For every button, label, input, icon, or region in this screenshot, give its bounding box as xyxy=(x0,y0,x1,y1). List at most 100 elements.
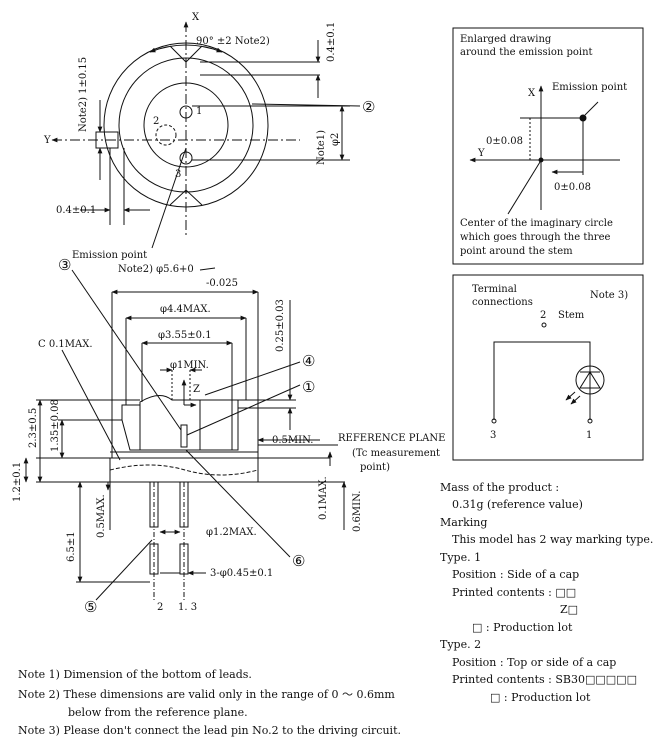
enlarged-emission: Emission point xyxy=(552,82,627,93)
enlarged-desc-2: which goes through the three xyxy=(460,232,611,243)
dim-12: 1.2±0.1 xyxy=(12,462,23,502)
type1-label: Type. 1 xyxy=(440,551,482,564)
diode-symbol xyxy=(579,371,601,389)
enlarged-desc-3: point around the stem xyxy=(460,246,573,257)
pin3-dot xyxy=(491,418,497,424)
type2-position: Position : Top or side of a cap xyxy=(452,656,617,669)
chamfer-leader xyxy=(61,349,121,461)
note-1: Note 1) Dimension of the bottom of leads… xyxy=(18,668,252,681)
leads-dia: 3-φ0.45±0.1 xyxy=(210,568,273,579)
z-label: Z xyxy=(193,384,200,395)
dim-bottom-label: 0.4±0.1 xyxy=(56,205,96,216)
dim-06min: 0.6MIN. xyxy=(352,491,363,532)
terminal-note: Note 3) xyxy=(590,290,628,301)
pin-2-hole xyxy=(155,124,177,146)
top-axis-x: X xyxy=(192,12,200,23)
middle-circle xyxy=(118,57,254,193)
callout-2: ② xyxy=(362,98,375,116)
callout-3: ③ xyxy=(58,256,71,274)
phi2-label: φ2 xyxy=(330,133,341,146)
enlarged-title-2: around the emission point xyxy=(460,47,593,58)
labels: X Y 90° ±2 Note2) 0.4±0.1 Note2) 1±0.15 … xyxy=(12,12,628,616)
type2-printed: Printed contents : SB30□□□□□ xyxy=(452,673,637,686)
mass-label: Mass of the product : xyxy=(440,481,560,494)
dia-44: φ4.4MAX. xyxy=(160,304,211,315)
type1-lot: □ : Production lot xyxy=(472,621,573,634)
enlarged-frame xyxy=(452,27,644,265)
dia-tolerance: -0.025 xyxy=(206,278,238,289)
pin2-label: 2 xyxy=(153,116,159,127)
type1-position: Position : Side of a cap xyxy=(452,568,580,581)
tc-point-1: (Tc measurement xyxy=(352,448,440,459)
note-3: Note 3) Please don't connect the lead pi… xyxy=(18,724,401,737)
stem-dot xyxy=(541,322,547,328)
top-axis-y: Y xyxy=(43,135,51,146)
callout6-leader xyxy=(185,449,291,558)
tab-outline xyxy=(95,131,119,149)
photodiode-circle xyxy=(575,365,605,395)
enlarged-desc-1: Center of the imaginary circle xyxy=(460,218,613,229)
terminal-connections xyxy=(452,274,644,461)
callout-6: ⑥ xyxy=(292,552,305,570)
emission-label: Emission point xyxy=(72,250,147,261)
note2-dia: Note2) φ5.6+0 xyxy=(118,264,194,275)
dim-top-right: 0.4±0.1 xyxy=(326,22,337,62)
dia-355: φ3.55±0.1 xyxy=(158,330,212,341)
tc-point-2: point) xyxy=(360,462,390,473)
terminal-title-1: Terminal xyxy=(472,284,517,295)
callout-1: ① xyxy=(302,378,315,396)
callout5-leader xyxy=(95,539,153,601)
enlarged-axis-y: Y xyxy=(477,148,485,159)
inner-circle xyxy=(143,82,229,168)
reference-plane: REFERENCE PLANE xyxy=(338,433,445,444)
lead-label-13: 1. 3 xyxy=(178,602,197,613)
dim-left: Note2) 1±0.15 xyxy=(78,57,89,132)
mass-value: 0.31g (reference value) xyxy=(452,498,583,511)
cap-body xyxy=(121,395,239,451)
note-2: Note 2) These dimensions are valid only … xyxy=(18,688,395,701)
marking-label: Marking xyxy=(440,516,488,529)
callout3-leader xyxy=(71,269,182,431)
dia-1: φ1MIN. xyxy=(170,360,209,371)
terminal-pin2: 2 xyxy=(540,310,546,321)
enlarged-drawing xyxy=(452,27,644,265)
pin-1-hole xyxy=(179,105,193,119)
angle-label: 90° ±2 Note2) xyxy=(196,36,270,47)
pin1-dot xyxy=(587,418,593,424)
terminal-wire xyxy=(493,341,591,420)
dim-025: 0.25±0.03 xyxy=(275,299,286,352)
type2-label: Type. 2 xyxy=(440,638,482,651)
terminal-frame xyxy=(452,274,644,461)
dim-05max: 0.5MAX. xyxy=(96,494,107,538)
top-view xyxy=(51,21,361,249)
dim-05min: 0.5MIN. xyxy=(272,435,313,446)
callout-5: ⑤ xyxy=(84,598,97,616)
bottom-notch xyxy=(169,189,203,206)
type1-printed: Printed contents : □□ xyxy=(452,586,577,599)
enlarged-title-1: Enlarged drawing xyxy=(460,34,552,45)
dim-01max: 0.1MAX. xyxy=(318,476,329,520)
type2-lot: □ : Production lot xyxy=(490,691,591,704)
outer-circle xyxy=(103,42,269,208)
pin1-label: 1 xyxy=(196,106,202,117)
note-2b: below from the reference plane. xyxy=(68,706,248,719)
type1-z: Z□ xyxy=(560,603,579,616)
terminal-pin1: 1 xyxy=(586,430,592,441)
chamfer-label: C 0.1MAX. xyxy=(38,339,93,350)
laser-chip xyxy=(180,424,188,448)
terminal-stem: Stem xyxy=(558,310,585,321)
pin-3-hole xyxy=(179,151,193,165)
angle-arc xyxy=(149,44,223,53)
center-dot xyxy=(538,157,544,163)
marking-desc: This model has 2 way marking type. xyxy=(452,533,654,546)
dia-12: φ1.2MAX. xyxy=(206,527,257,538)
enlarged-axis-x: X xyxy=(528,88,536,99)
pin3-label: 3 xyxy=(175,169,181,180)
dim-135: 1.35±0.08 xyxy=(50,399,61,452)
enlarged-dim-h: 0±0.08 xyxy=(554,182,591,193)
phi2-note: Note1) xyxy=(316,130,327,165)
lead-label-2: 2 xyxy=(157,602,163,613)
side-view xyxy=(23,267,347,601)
callout4-leader xyxy=(204,361,301,396)
